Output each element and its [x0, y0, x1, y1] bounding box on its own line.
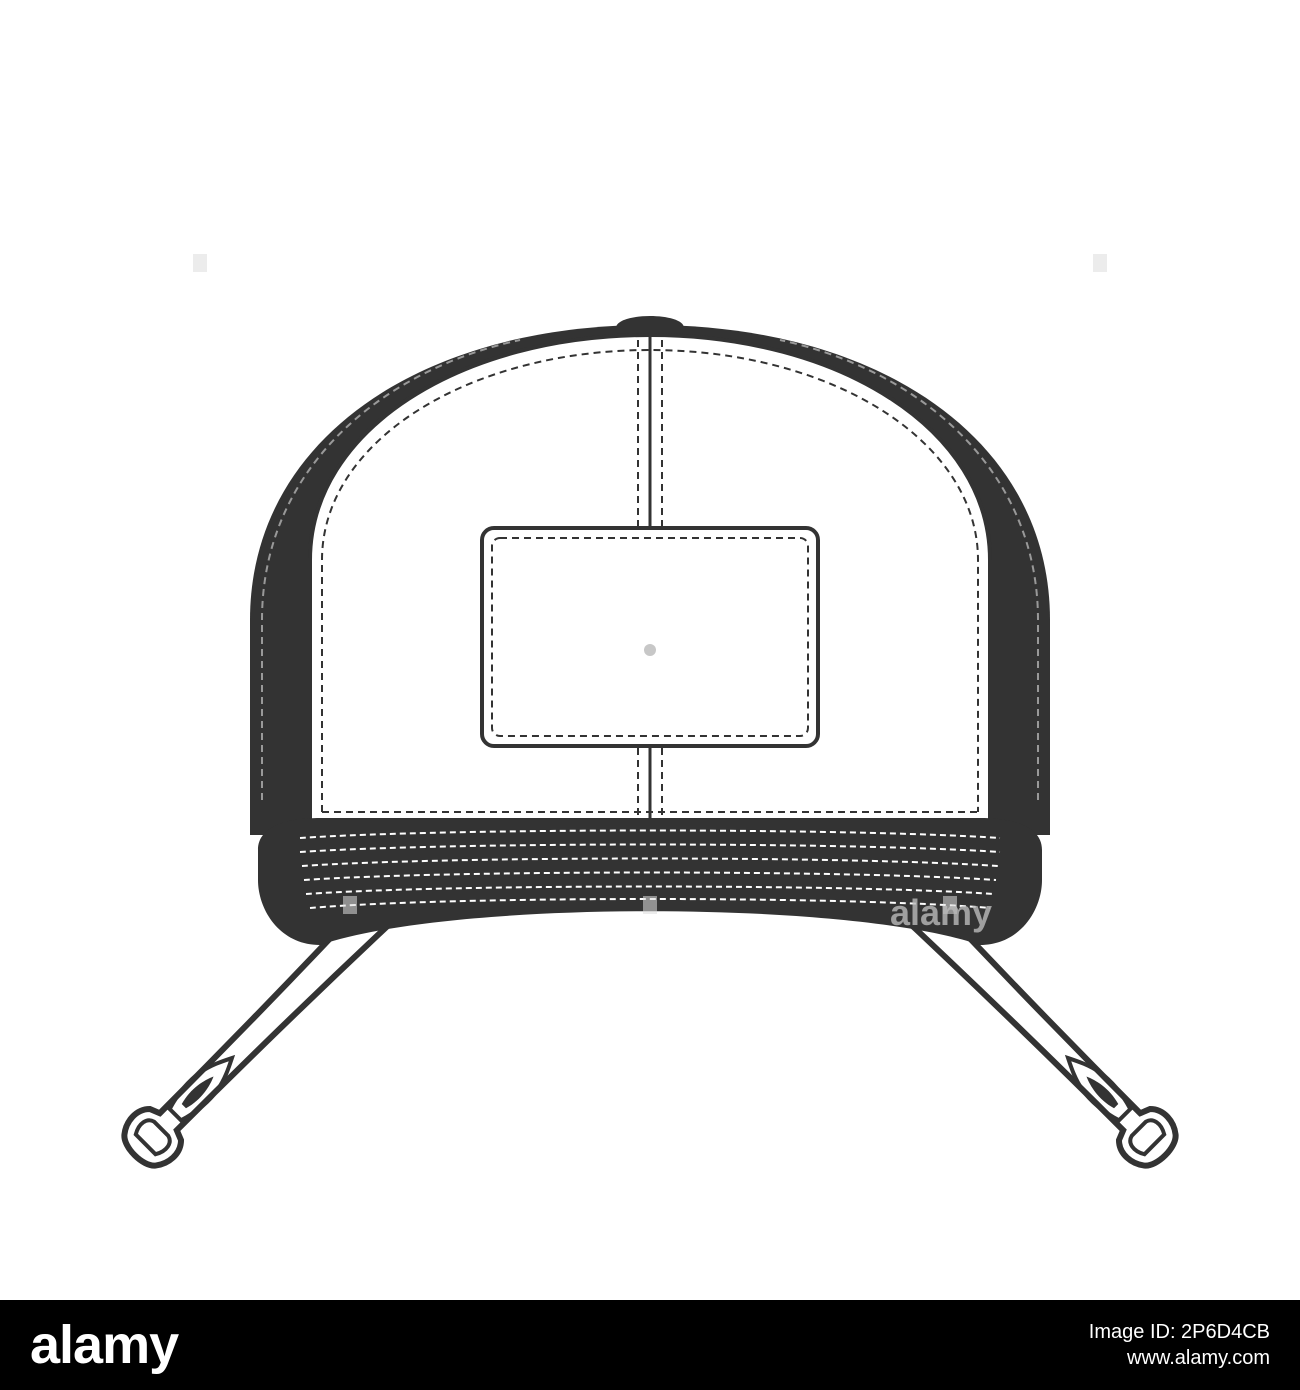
footer-bar: alamy Image ID: 2P6D4CB www.alamy.com — [0, 1300, 1300, 1390]
blank-patch-icon — [480, 526, 820, 748]
illustration-canvas: alamy — [0, 254, 1300, 1300]
site-url-link[interactable]: www.alamy.com — [1127, 1347, 1270, 1369]
image-info: Image ID: 2P6D4CB www.alamy.com — [1089, 1300, 1270, 1390]
alamy-logo[interactable]: alamy — [30, 1315, 179, 1375]
cap-and-bats-illustration — [0, 316, 1300, 1300]
image-id-label: Image ID: 2P6D4CB — [1088, 1321, 1270, 1343]
